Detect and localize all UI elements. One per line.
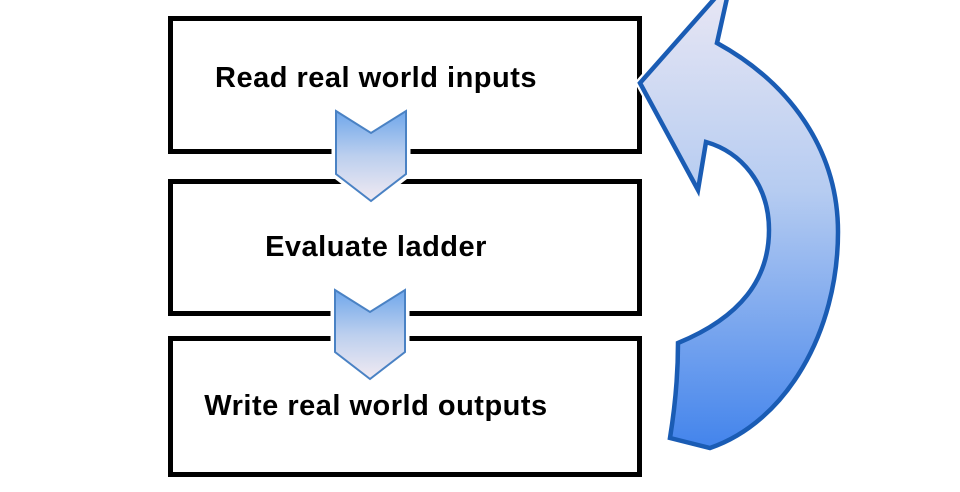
flow-box-write-outputs: Write real world outputs bbox=[168, 336, 642, 477]
flow-box-read-inputs-label: Read real world inputs bbox=[215, 61, 537, 94]
curved-loop-arrow bbox=[635, 0, 843, 453]
flow-box-write-outputs-label: Write real world outputs bbox=[204, 390, 548, 422]
flow-box-evaluate-ladder-label: Evaluate ladder bbox=[265, 231, 487, 263]
flow-box-evaluate-ladder: Evaluate ladder bbox=[168, 179, 642, 316]
flow-box-read-inputs: Read real world inputs bbox=[168, 16, 642, 154]
